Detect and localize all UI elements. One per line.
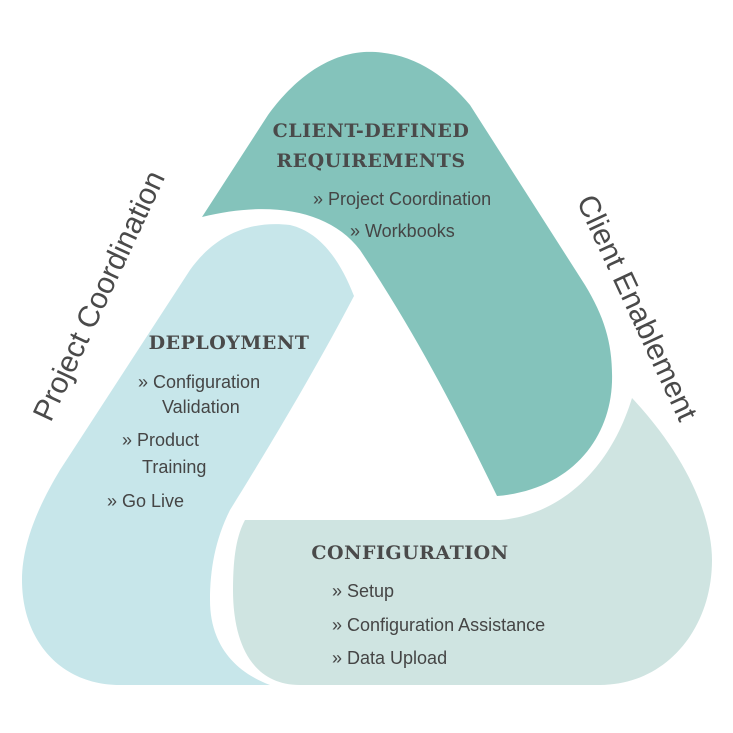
deployment-item-continued: Validation (162, 397, 240, 417)
configuration-item: » Data Upload (332, 648, 447, 668)
configuration-title: CONFIGURATION (311, 542, 508, 564)
configuration-item: » Setup (332, 581, 394, 601)
deployment-item-continued: Training (142, 457, 206, 477)
client-defined-title-line2: REQUIREMENTS (276, 150, 465, 172)
deployment-item: » Go Live (107, 491, 184, 511)
deployment-item: » Configuration (138, 372, 260, 392)
client-defined-item: » Workbooks (350, 221, 455, 241)
configuration-shape (233, 398, 712, 685)
client-defined-title-line1: CLIENT-DEFINED (273, 120, 470, 142)
configuration-item: » Configuration Assistance (332, 615, 545, 635)
client-defined-shape (202, 51, 613, 496)
deployment-title: DEPLOYMENT (149, 332, 310, 354)
deployment-item: » Product (122, 430, 199, 450)
client-defined-item: » Project Coordination (313, 189, 491, 209)
deployment-shape (22, 224, 354, 685)
